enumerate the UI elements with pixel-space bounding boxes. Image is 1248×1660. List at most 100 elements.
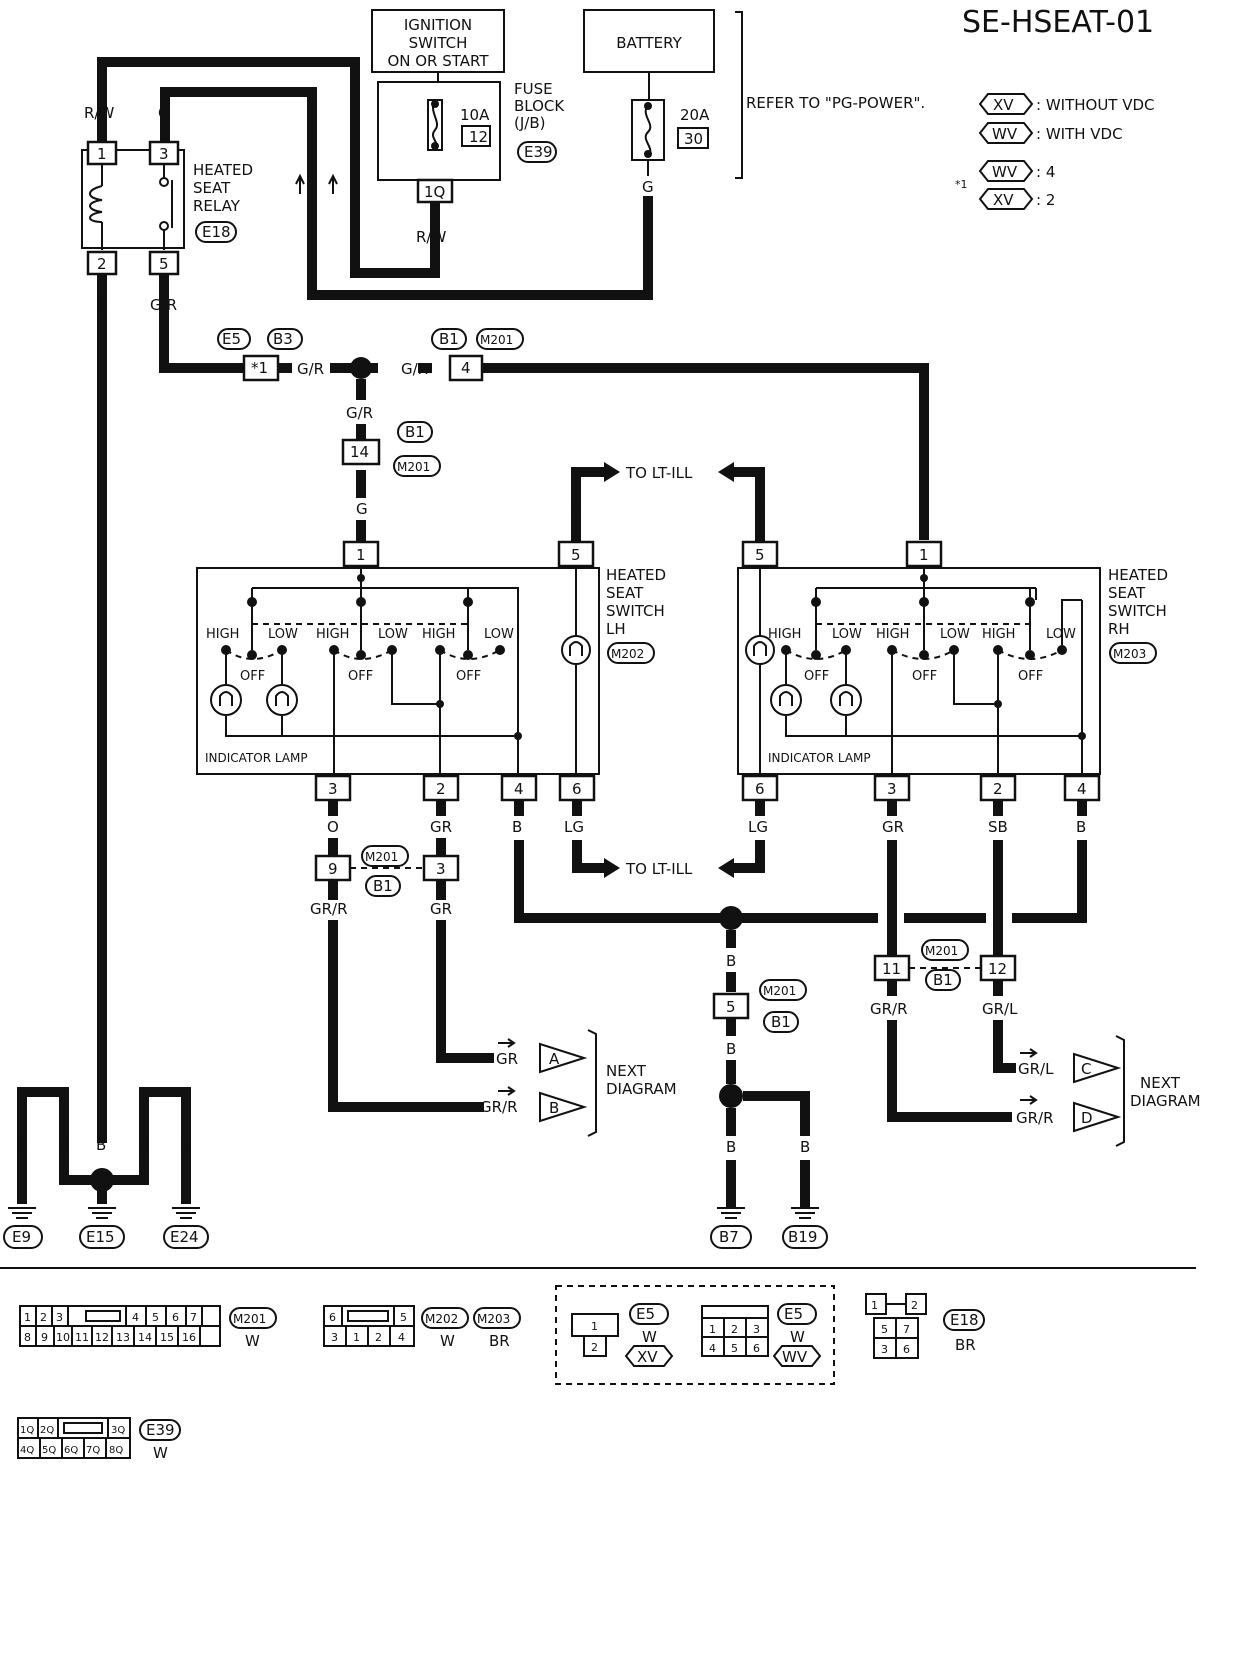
b3-badge <box>267 328 303 350</box>
m201-badge-rh-label: M201 <box>925 944 958 958</box>
b1-badge-top-label: B1 <box>439 330 459 348</box>
m201-badge-top <box>476 328 524 350</box>
relay-b-label: B <box>96 296 106 314</box>
m201-badge-top-label: M201 <box>480 333 513 347</box>
m201-pin: 12 <box>95 1331 109 1344</box>
rh-indicator-label: INDICATOR LAMP <box>768 751 871 765</box>
e18-badge-label: E18 <box>202 223 231 241</box>
e18-color: BR <box>955 1336 976 1354</box>
rh-pin-5-label: 5 <box>755 546 765 564</box>
relay-name-1: HEATED <box>193 161 253 179</box>
e5b-pin: 5 <box>731 1342 738 1355</box>
relay-name-2: SEAT <box>193 179 231 197</box>
lh-low-1: LOW <box>268 627 298 642</box>
ignition-wire-rw-label: R/W <box>416 228 446 246</box>
e39-pin: 5Q <box>42 1445 56 1456</box>
b1-badge-lh-label: B1 <box>373 877 393 895</box>
arrow-c-wire-label: GR/L <box>1018 1060 1054 1078</box>
lh-pin-2-label: 2 <box>436 780 446 798</box>
rh-wire-grr-label: GR/R <box>870 1000 908 1018</box>
e5a-pin: 2 <box>591 1341 598 1354</box>
relay-contact-bottom <box>159 221 169 231</box>
e24-badge-label: E24 <box>170 1228 199 1246</box>
splice-node-gr <box>350 357 372 379</box>
fuse-block-pin-1q-label: 1Q <box>424 183 445 201</box>
legend-xv: XV <box>993 96 1014 114</box>
relay-g-label: G <box>158 104 170 122</box>
m202-badge <box>607 642 655 664</box>
e5b-pin: 4 <box>709 1342 716 1355</box>
refer-bracket <box>735 11 743 179</box>
lh-lamp-wiring <box>225 650 518 737</box>
to-lt-ill-top-label: TO LT-ILL <box>625 464 693 482</box>
lh-pin-3-label: 3 <box>328 780 338 798</box>
m201-view-badge-label: M201 <box>233 1312 266 1326</box>
lh-wire-gr-label-2: GR <box>430 900 452 918</box>
lh-wire-grr-label: GR/R <box>310 900 348 918</box>
e5a-color: W <box>642 1328 657 1346</box>
rh-name-1: HEATED <box>1108 566 1168 584</box>
lh-wire-gr-label: GR <box>430 818 452 836</box>
rh-out-wire-grl <box>993 980 1016 1073</box>
lh-wire-b-label: B <box>512 818 522 836</box>
b3-badge-label: B3 <box>273 330 293 348</box>
fuse1-no-box <box>461 125 491 147</box>
e24-badge <box>163 1225 209 1249</box>
lh-name-3: SWITCH <box>606 602 665 620</box>
e18-pin: 3 <box>881 1343 888 1356</box>
next-diagram-right-2: DIAGRAM <box>1130 1092 1201 1110</box>
m201-pin: 11 <box>75 1331 89 1344</box>
next-diagram-bracket-right <box>1115 1035 1125 1147</box>
e18-pin: 2 <box>911 1299 918 1312</box>
rh-wire-grl-label: GR/L <box>982 1000 1018 1018</box>
m202-badge-label: M202 <box>611 647 644 661</box>
m201-view-badge <box>229 1307 277 1329</box>
e5b-color: W <box>790 1328 805 1346</box>
rh-illumination-lamp-icon <box>745 635 775 665</box>
rh-high-1: HIGH <box>768 627 801 642</box>
arrow-d-label: D <box>1081 1109 1093 1127</box>
e15-badge-label: E15 <box>86 1228 115 1246</box>
e39-badge <box>517 141 557 163</box>
relay-coil-icon <box>89 185 103 223</box>
e9-badge <box>3 1225 43 1249</box>
e39-pin: 3Q <box>111 1425 125 1436</box>
rh-wire-lg <box>730 800 765 873</box>
m202-pin: 2 <box>375 1331 382 1344</box>
lh-pin-5 <box>557 540 595 568</box>
next-diagram-right-1: NEXT <box>1140 1074 1181 1092</box>
rh-wire-b-label: B <box>1076 818 1086 836</box>
e39-color: W <box>153 1444 168 1462</box>
connector-3-label: 3 <box>436 860 446 878</box>
m201-grid-top <box>35 1306 203 1326</box>
ground-e24-wire <box>102 1087 191 1185</box>
e5b-variant: WV <box>782 1348 808 1366</box>
e5b-pin: 3 <box>753 1323 760 1336</box>
to-rh-wire-r <box>482 363 929 540</box>
relay-contact-top <box>159 177 169 187</box>
ground-icon <box>172 1207 200 1219</box>
e5-badge <box>217 328 251 350</box>
refer-label: REFER TO "PG-POWER". <box>746 94 925 112</box>
connector-5-label: 5 <box>726 998 736 1016</box>
e5b-variant-hex-icon <box>772 1345 822 1367</box>
m201-pin: 14 <box>138 1331 152 1344</box>
m201-pin: 7 <box>190 1311 197 1324</box>
current-arrow-icon <box>498 1038 516 1048</box>
m202-pin: 5 <box>400 1311 407 1324</box>
rh-contact <box>1025 650 1035 660</box>
lh-illum-p-label: P <box>570 502 579 520</box>
m202-view-badge-label: M202 <box>425 1312 458 1326</box>
b1-badge-lh <box>365 875 401 897</box>
ground-e9-wire <box>17 1087 102 1185</box>
current-arrow-icon <box>498 1086 516 1096</box>
m203-color: BR <box>489 1332 510 1350</box>
lh-wire-o-label: O <box>327 818 339 836</box>
heated-seat-switch-lh: 1 5 HIGH LOW HIGH LOW HIGH LOW OFF OFF O… <box>196 540 666 802</box>
e5b-pin: 1 <box>709 1323 716 1336</box>
relay-rw-label: R/W <box>84 104 114 122</box>
e39-grid <box>37 1418 109 1458</box>
connector-5 <box>712 992 750 1020</box>
heated-seat-switch-rh: 5 1 HIGH LOW HIGH LOW HIGH LOW OFF OFF O… <box>737 540 1168 802</box>
rh-wire-r-label: R <box>918 502 928 520</box>
